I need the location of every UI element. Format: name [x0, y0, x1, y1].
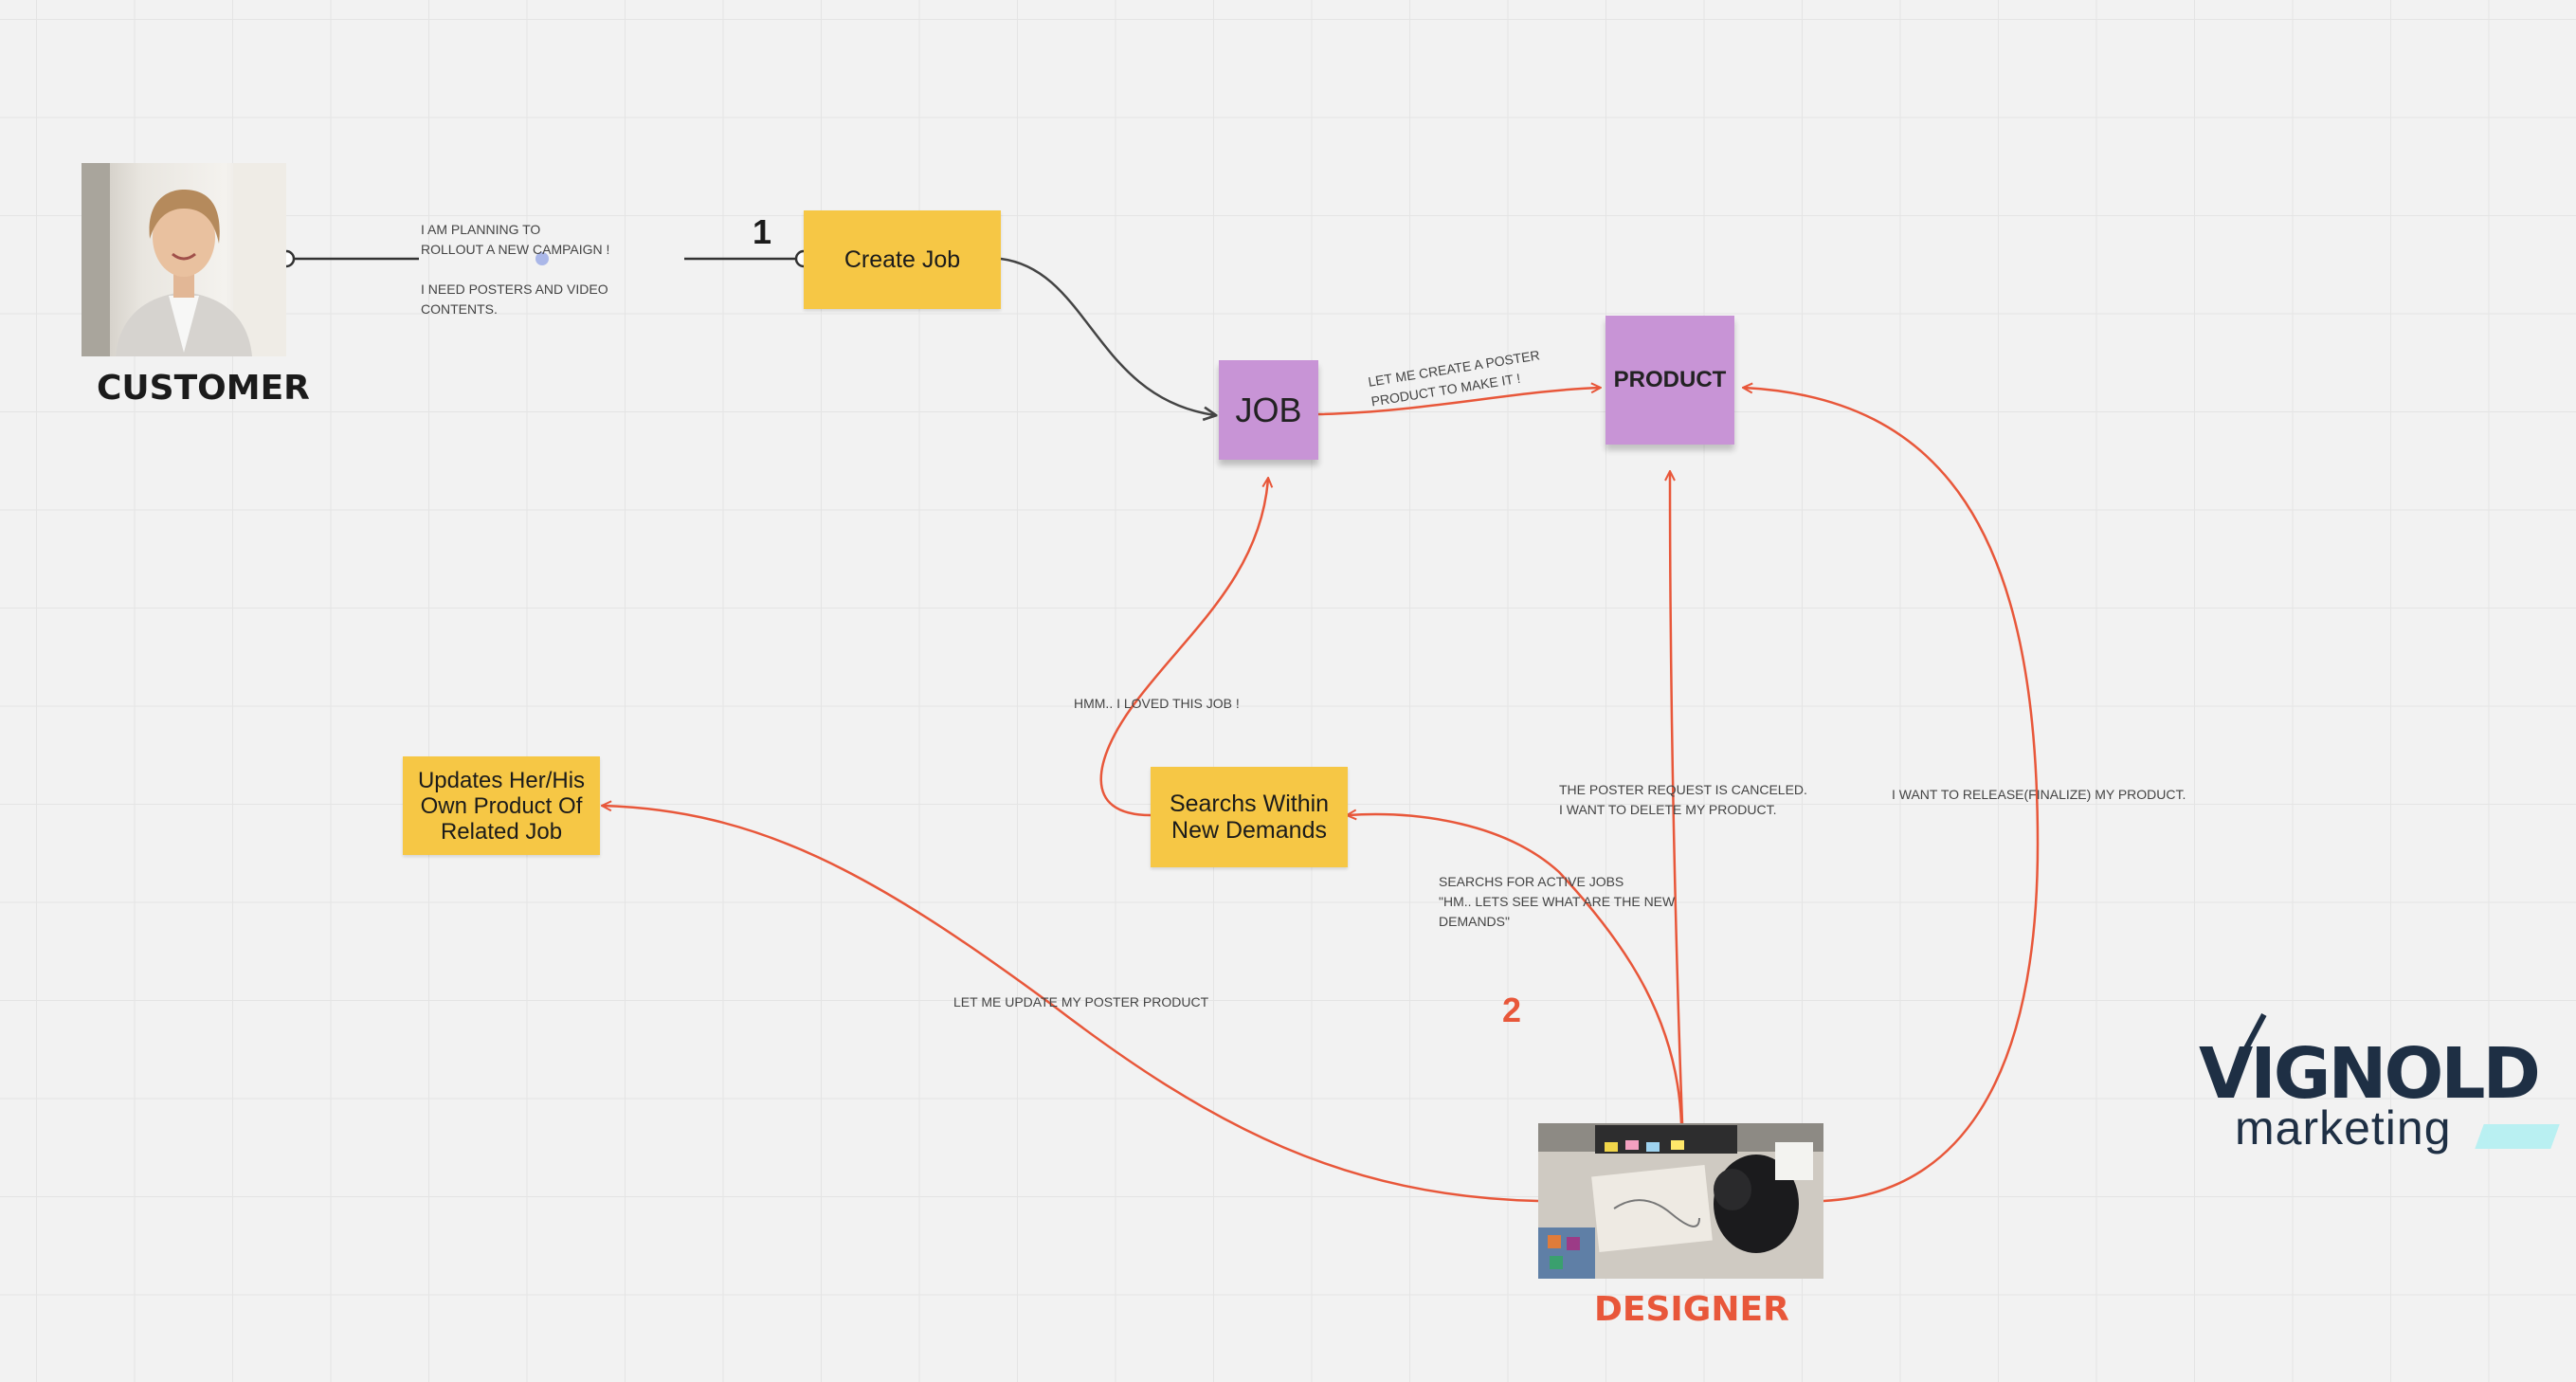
connector-createjob-to-job[interactable]	[1000, 257, 1215, 415]
logo-brand-text: VIGNOLD	[2199, 1033, 2541, 1115]
connector-designer-to-searches[interactable]	[1348, 814, 1683, 1124]
connector-designer-to-product[interactable]	[1670, 472, 1684, 1124]
designer-workspace-icon	[1538, 1123, 1823, 1279]
connector-designer-to-updates[interactable]	[603, 806, 1539, 1203]
logo-sub-text: marketing	[2235, 1101, 2452, 1155]
job-note[interactable]: JOB	[1219, 360, 1318, 460]
searches-note[interactable]: Searchs Within New Demands	[1151, 767, 1348, 867]
customer-campaign-label[interactable]: I AM PLANNING TO ROLLOUT A NEW CAMPAIGN …	[421, 222, 610, 317]
canceled-label[interactable]: THE POSTER REQUEST IS CANCELED. I WANT T…	[1559, 782, 1807, 817]
designer-label: DESIGNER	[1594, 1290, 1789, 1329]
vignold-logo: VIGNOLD marketing	[2195, 1012, 2565, 1164]
designer-photo[interactable]	[1538, 1123, 1823, 1279]
customer-photo[interactable]	[82, 163, 286, 356]
connector-job-to-product[interactable]	[1317, 388, 1600, 416]
create-job-note[interactable]: Create Job	[804, 210, 1001, 309]
logo-accent-bar	[2475, 1124, 2560, 1149]
product-note[interactable]: PRODUCT	[1605, 316, 1734, 445]
search-active-label[interactable]: SEARCHS FOR ACTIVE JOBS "HM.. LETS SEE W…	[1439, 874, 1676, 929]
update-poster-label[interactable]: LET ME UPDATE MY POSTER PRODUCT	[953, 994, 1209, 1009]
customer-portrait-icon	[82, 163, 286, 356]
step-number-1: 1	[753, 212, 772, 251]
release-label[interactable]: I WANT TO RELEASE(FINALIZE) MY PRODUCT.	[1892, 787, 2186, 802]
connector-searches-to-job[interactable]	[1099, 479, 1268, 817]
connector-designer-release[interactable]	[1744, 388, 2040, 1203]
customer-label: CUSTOMER	[97, 369, 310, 408]
step-number-2: 2	[1502, 991, 1522, 1029]
loved-job-label[interactable]: HMM.. I LOVED THIS JOB !	[1074, 696, 1240, 711]
cursor-selection-dot	[535, 252, 549, 265]
updates-note[interactable]: Updates Her/His Own Product Of Related J…	[403, 756, 600, 855]
